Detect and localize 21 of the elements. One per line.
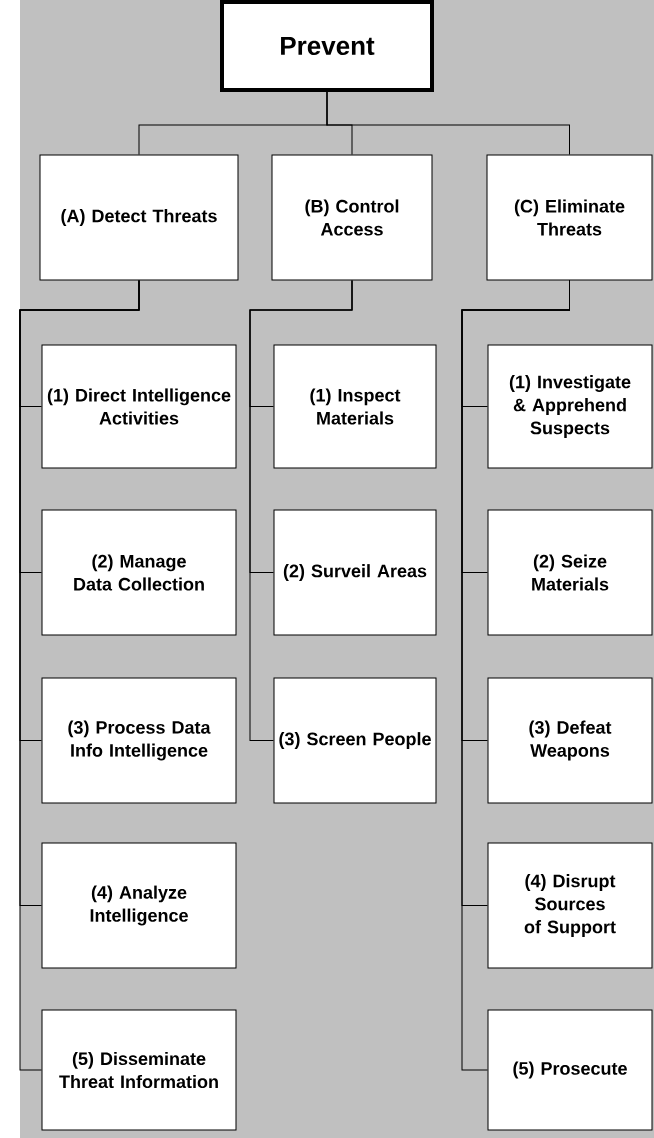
task-box: (4) Analyze Intelligence xyxy=(41,842,237,969)
title-box: Prevent xyxy=(220,0,434,92)
task-box: (5) Prosecute xyxy=(487,1009,653,1131)
category-box: (B) Control Access xyxy=(271,154,433,281)
task-box: (1) Inspect Materials xyxy=(273,344,437,469)
task-box: (4) Disrupt Sources of Support xyxy=(487,842,653,969)
task-box: (1) Investigate & Apprehend Suspects xyxy=(487,344,653,469)
task-box: (2) Seize Materials xyxy=(487,509,653,636)
category-box: (A) Detect Threats xyxy=(39,154,239,281)
task-box: (2) Manage Data Collection xyxy=(41,509,237,636)
connector-line xyxy=(19,280,140,1071)
task-box: (2) Surveil Areas xyxy=(273,509,437,636)
task-box: (3) Screen People xyxy=(273,677,437,804)
task-box: (3) Process Data Info Intelligence xyxy=(41,677,237,804)
connector-line xyxy=(326,91,570,155)
task-box: (5) Disseminate Threat Information xyxy=(41,1009,237,1131)
connector-line xyxy=(461,280,570,1071)
connector-line xyxy=(249,280,353,741)
task-box: (3) Defeat Weapons xyxy=(487,677,653,804)
category-box: (C) Eliminate Threats xyxy=(486,154,653,281)
task-box: (1) Direct Intelligence Activities xyxy=(41,344,237,469)
